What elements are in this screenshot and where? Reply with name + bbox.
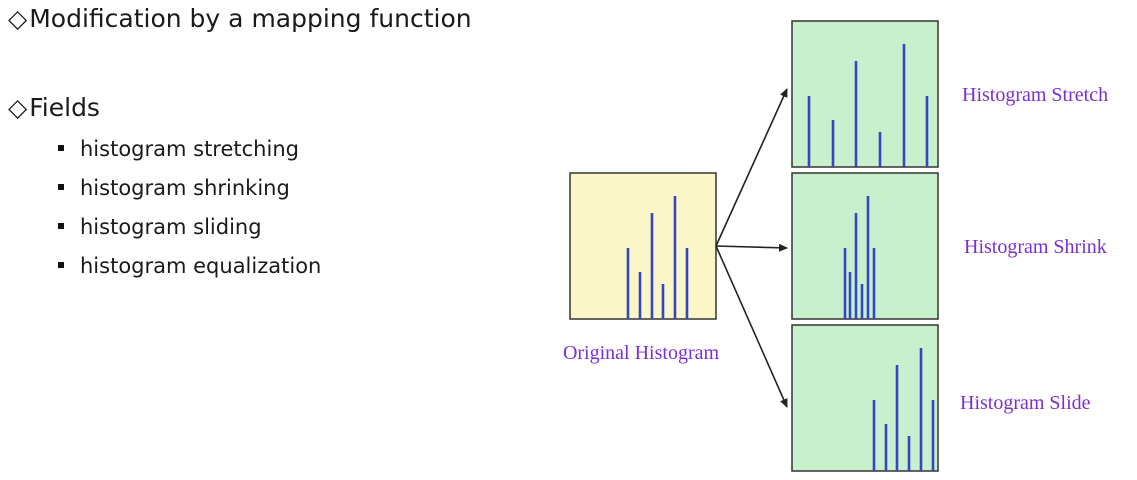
shrink-histogram-label: Histogram Shrink xyxy=(964,236,1107,258)
stretch-histogram-bars xyxy=(807,44,929,167)
list-item-text: histogram sliding xyxy=(80,215,262,239)
slide-histogram-label: Histogram Slide xyxy=(960,392,1091,414)
list-item: histogram equalization xyxy=(58,254,321,293)
list-item-text: histogram shrinking xyxy=(80,176,290,200)
main-heading-text: Modification by a mapping function xyxy=(29,4,472,33)
shrink-histogram-box xyxy=(791,172,939,320)
square-bullet-icon xyxy=(58,223,64,229)
fields-heading: ◇Fields xyxy=(8,93,100,122)
original-histogram-box xyxy=(569,172,717,320)
stretch-histogram-label: Histogram Stretch xyxy=(962,84,1108,106)
slide-histogram-bars xyxy=(872,348,935,471)
arrow-to-shrink xyxy=(715,243,788,252)
square-bullet-icon xyxy=(58,184,64,190)
list-item: histogram stretching xyxy=(58,137,321,176)
list-item-text: histogram stretching xyxy=(80,137,299,161)
square-bullet-icon xyxy=(58,145,64,151)
shrink-histogram-bars xyxy=(843,196,876,319)
square-bullet-icon xyxy=(58,262,64,268)
fields-list: histogram stretching histogram shrinking… xyxy=(58,137,321,293)
main-heading: ◇Modification by a mapping function xyxy=(8,4,472,33)
list-item-text: histogram equalization xyxy=(80,254,322,278)
arrow-to-slide xyxy=(715,245,788,408)
arrow-to-stretch xyxy=(715,88,788,247)
diamond-icon: ◇ xyxy=(8,93,28,122)
slide-histogram-box xyxy=(791,324,939,472)
original-histogram-label: Original Histogram xyxy=(563,342,720,364)
original-histogram-bars xyxy=(626,196,689,319)
diamond-icon: ◇ xyxy=(8,4,28,33)
fields-heading-text: Fields xyxy=(29,93,100,122)
list-item: histogram shrinking xyxy=(58,176,321,215)
list-item: histogram sliding xyxy=(58,215,321,254)
stretch-histogram-box xyxy=(791,20,939,168)
